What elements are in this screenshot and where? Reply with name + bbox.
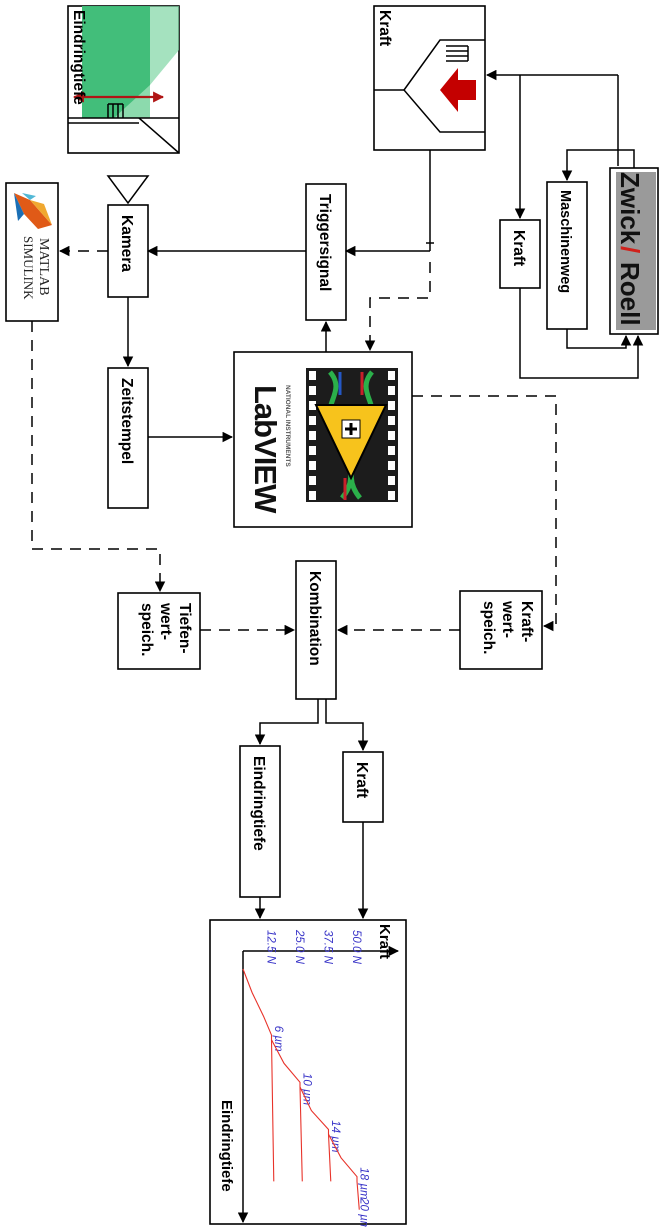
zwick-text: Zwick — [615, 172, 645, 245]
label-triggersignal: Triggersignal — [316, 194, 333, 291]
chart-annotation: 14 µm — [329, 1120, 341, 1153]
label-kraft-mid: Kraft — [510, 230, 527, 266]
beam-shade — [150, 6, 179, 85]
label-kraft-out: Kraft — [353, 762, 370, 798]
chart-tick-label: 25.0 N — [293, 929, 305, 965]
matlab-logo-icon — [14, 193, 52, 229]
label-kombination: Kombination — [306, 571, 323, 666]
chart-ylabel: Kraft — [376, 924, 393, 959]
label-tiefen-1: Tiefen- — [176, 603, 193, 654]
force-illustration: Kraft — [373, 5, 486, 151]
beam-dark — [82, 6, 150, 118]
chart-annotation: 10 µm — [300, 1073, 312, 1106]
triggersignal-box: Triggersignal — [305, 183, 347, 321]
chart-annotation: 6 µm — [272, 1026, 284, 1052]
matlab-text: MATLAB — [36, 238, 51, 296]
camera-lens-icon — [106, 175, 150, 205]
force-depth-chart: Kraft Eindringtiefe 12.5 N 25.0 N 37.5 N 50… — [209, 919, 407, 1227]
kraftwertspeicher-box: Kraft- wert- speich. — [459, 590, 543, 670]
label-kraftw-3: speich. — [480, 601, 497, 654]
chart-series-line — [242, 968, 275, 1182]
matlab-simulink-box: MATLAB SIMULINK — [5, 182, 59, 322]
maschinenweg-box: Maschinenweg — [546, 181, 588, 330]
zeitstempel-box: Zeitstempel — [107, 367, 149, 509]
chart-tick-label: 50.0 N — [350, 930, 362, 965]
zwick-roell-logo: Zwick / Roell — [609, 167, 659, 335]
scale-marks — [107, 103, 124, 118]
chart-series-line — [271, 1039, 303, 1182]
label-maschinenweg: Maschinenweg — [557, 190, 573, 293]
chart-xlabel: Eindringtiefe — [218, 1100, 235, 1192]
chart-tick-label: 37.5 N — [322, 930, 334, 965]
force-scale-marks — [446, 45, 469, 62]
force-arrow-icon — [440, 68, 476, 112]
connectors — [31, 69, 644, 920]
label-kraftw-1: Kraft- — [518, 601, 535, 642]
eindringtiefe-box-out: Eindringtiefe — [239, 745, 281, 898]
kamera-box: Kamera — [107, 204, 149, 298]
labview-text: LabVIEW — [248, 385, 283, 514]
simulink-text: SIMULINK — [21, 236, 36, 300]
chart-tick-label: 12.5 N — [265, 930, 277, 965]
label-eindringtiefe-out: Eindringtiefe — [250, 756, 267, 851]
zwick-slash: / — [615, 246, 645, 253]
label-tiefen-3: speich. — [138, 603, 155, 656]
chart-annotation: 20 µm — [357, 1197, 369, 1227]
labview-box: NATIONAL INSTRUMENTS LabVIEW — [233, 351, 413, 528]
label-eindringtiefe-top: Eindringtiefe — [70, 10, 87, 105]
chart-annotation: 18 µm — [357, 1167, 369, 1200]
label-kamera: Kamera — [118, 215, 135, 272]
roell-text: Roell — [615, 262, 645, 326]
kraft-box-mid: Kraft — [499, 219, 541, 289]
indentation-depth-illustration: Eindringtiefe — [67, 5, 180, 154]
labview-ni-text: NATIONAL INSTRUMENTS — [284, 385, 291, 467]
labview-triangle-icon — [314, 404, 388, 481]
kraft-box-out: Kraft — [342, 751, 384, 823]
kombination-box: Kombination — [295, 560, 337, 700]
tiefenwertspeicher-box: Tiefen- wert- speich. — [117, 592, 201, 670]
chart-series-line — [299, 1086, 332, 1182]
label-zeitstempel: Zeitstempel — [118, 378, 135, 464]
label-kraft-top: Kraft — [376, 10, 393, 46]
chart-series-line — [328, 1133, 360, 1210]
label-tiefen-2: wert- — [157, 602, 174, 640]
label-kraftw-2: wert- — [499, 600, 516, 638]
